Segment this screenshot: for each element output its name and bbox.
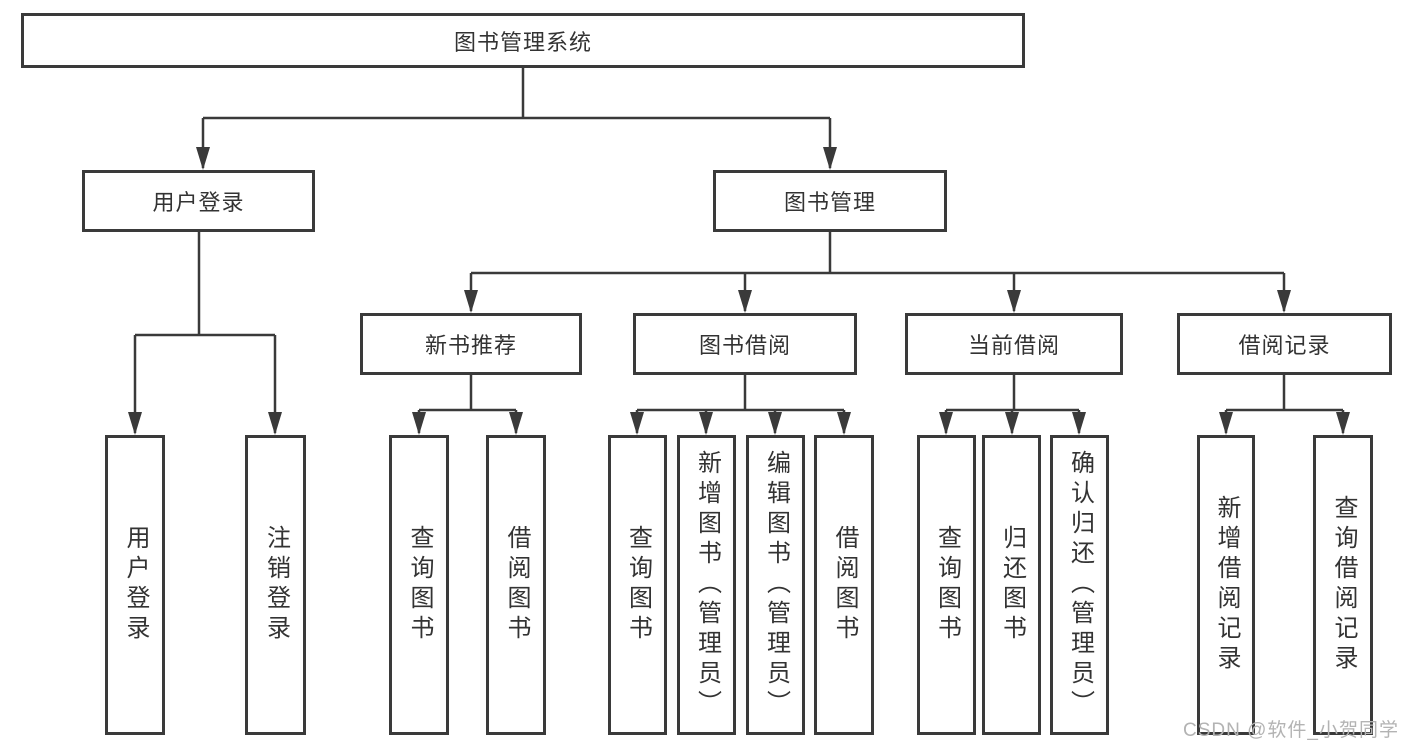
- node-label: 用户登录: [152, 190, 245, 215]
- leaf-add-borrow-record: 新增借阅记录: [1197, 435, 1255, 735]
- node-label: 图书借阅: [698, 333, 791, 358]
- node-label: 新书推荐: [424, 333, 517, 358]
- node-user-login: 用户登录: [82, 170, 315, 232]
- leaf-label: 归还图书: [998, 525, 1026, 645]
- arrowhead-icon: [196, 147, 210, 170]
- node-current-borrowing: 当前借阅: [905, 313, 1123, 375]
- arrowhead-icon: [738, 290, 752, 313]
- csdn-watermark: CSDN @软件_小贺同学: [1183, 720, 1399, 741]
- arrowhead-icon: [939, 412, 953, 435]
- leaf-label: 编辑图书（管理员）: [762, 450, 790, 720]
- node-book-management-system: 图书管理系统: [21, 13, 1025, 68]
- leaf-borrow-books-borrowing: 借阅图书: [814, 435, 874, 735]
- leaf-label: 借阅图书: [831, 525, 858, 645]
- arrowhead-icon: [699, 412, 713, 435]
- node-label: 图书管理系统: [453, 29, 592, 55]
- node-label: 当前借阅: [967, 333, 1060, 358]
- leaf-label: 借阅图书: [503, 525, 530, 645]
- node-new-book-recommend: 新书推荐: [360, 313, 582, 375]
- connector-book-mgmt-children: [469, 232, 1286, 311]
- arrowhead-icon: [1005, 412, 1019, 435]
- leaf-user-login: 用户登录: [105, 435, 165, 735]
- leaf-add-books-admin: 新增图书（管理员）: [677, 435, 736, 735]
- arrowhead-icon: [768, 412, 782, 435]
- connector-root-to-level2: [201, 68, 832, 168]
- leaf-label: 查询图书: [406, 525, 433, 645]
- leaf-confirm-return-admin: 确认归还（管理员）: [1050, 435, 1109, 735]
- leaf-logout: 注销登录: [245, 435, 306, 735]
- leaf-label: 查询图书: [624, 525, 652, 645]
- arrowhead-icon: [464, 290, 478, 313]
- leaf-label: 用户登录: [122, 525, 149, 645]
- node-book-borrowing: 图书借阅: [633, 313, 857, 375]
- leaf-query-books-recommend: 查询图书: [389, 435, 449, 735]
- arrowhead-icon: [1072, 412, 1086, 435]
- leaf-label: 查询借阅记录: [1330, 495, 1357, 675]
- leaf-query-books-borrowing: 查询图书: [608, 435, 667, 735]
- leaf-return-books: 归还图书: [982, 435, 1041, 735]
- connector-book-borrow-children: [635, 375, 846, 433]
- leaf-label: 注销登录: [262, 525, 290, 645]
- leaf-query-books-current: 查询图书: [917, 435, 976, 735]
- leaf-label: 确认归还（管理员）: [1066, 450, 1094, 720]
- arrowhead-icon: [837, 412, 851, 435]
- connector-records-children: [1224, 375, 1345, 433]
- leaf-edit-books-admin: 编辑图书（管理员）: [746, 435, 805, 735]
- arrowhead-icon: [1336, 412, 1350, 435]
- connector-user-login-children: [133, 232, 277, 433]
- leaf-label: 查询图书: [933, 525, 961, 645]
- leaf-label: 新增借阅记录: [1213, 495, 1240, 675]
- arrowhead-icon: [412, 412, 426, 435]
- leaf-query-borrow-record: 查询借阅记录: [1313, 435, 1373, 735]
- arrowhead-icon: [1219, 412, 1233, 435]
- arrowhead-icon: [509, 412, 523, 435]
- node-book-management: 图书管理: [713, 170, 947, 232]
- arrowhead-icon: [268, 412, 282, 435]
- leaf-borrow-books-recommend: 借阅图书: [486, 435, 546, 735]
- arrowhead-icon: [1277, 290, 1291, 313]
- node-borrowing-records: 借阅记录: [1177, 313, 1392, 375]
- arrowhead-icon: [630, 412, 644, 435]
- arrowhead-icon: [128, 412, 142, 435]
- leaf-label: 新增图书（管理员）: [693, 450, 721, 720]
- arrowhead-icon: [823, 147, 837, 170]
- node-label: 图书管理: [783, 190, 876, 215]
- arrowhead-icon: [1007, 290, 1021, 313]
- connector-new-book-children: [417, 375, 518, 433]
- node-label: 借阅记录: [1238, 333, 1331, 358]
